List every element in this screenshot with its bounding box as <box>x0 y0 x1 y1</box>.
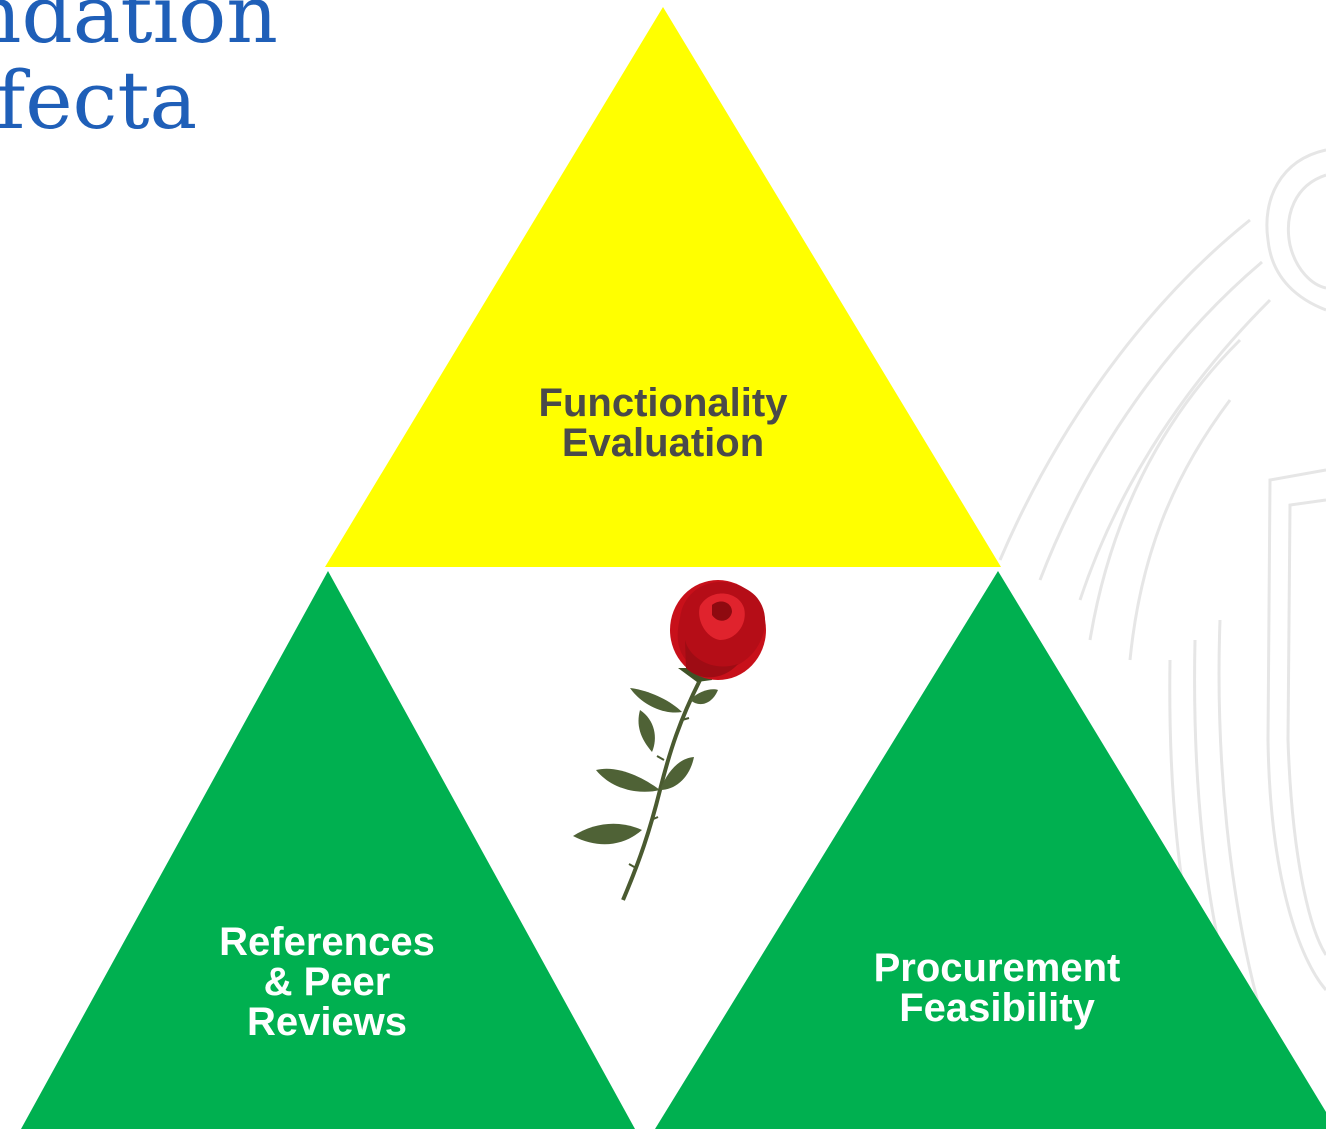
references-label-line-2: & Peer <box>263 960 391 1004</box>
references-triangle <box>21 571 635 1129</box>
slide-title-line-2: ifecta <box>0 54 198 147</box>
slide-title: ndation ifecta <box>0 0 278 144</box>
functionality-label-line-2: Evaluation <box>561 421 765 465</box>
references-label-line-3: Reviews <box>246 1000 408 1044</box>
slide-title-line-1: ndation <box>0 0 278 61</box>
functionality-label-line-1: Functionality <box>538 381 788 425</box>
eagle-seal-watermark <box>998 148 1326 1011</box>
procurement-label-line-2: Feasibility <box>899 986 1095 1030</box>
procurement-feasibility-label: Procurement Feasibility <box>797 948 1197 1028</box>
procurement-triangle <box>655 571 1326 1129</box>
references-peer-reviews-label: References & Peer Reviews <box>127 922 527 1042</box>
functionality-evaluation-label: Functionality Evaluation <box>463 383 863 463</box>
rose-icon <box>573 580 766 901</box>
references-label-line-1: References <box>219 920 435 964</box>
functionality-triangle <box>325 7 1001 567</box>
procurement-label-line-1: Procurement <box>873 946 1121 990</box>
